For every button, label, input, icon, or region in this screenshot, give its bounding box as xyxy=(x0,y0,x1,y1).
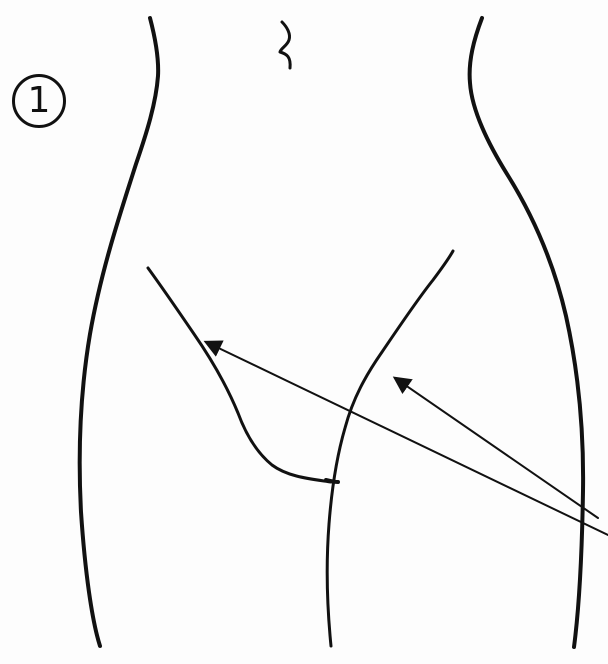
left-body-contour xyxy=(80,18,158,646)
arrow-to-bikini-line xyxy=(206,342,608,535)
navel-mark xyxy=(280,22,290,68)
crotch-join-mark xyxy=(326,480,338,482)
inner-thigh-contour xyxy=(327,251,453,646)
bikini-line-contour xyxy=(148,268,331,482)
right-body-contour xyxy=(470,18,583,647)
